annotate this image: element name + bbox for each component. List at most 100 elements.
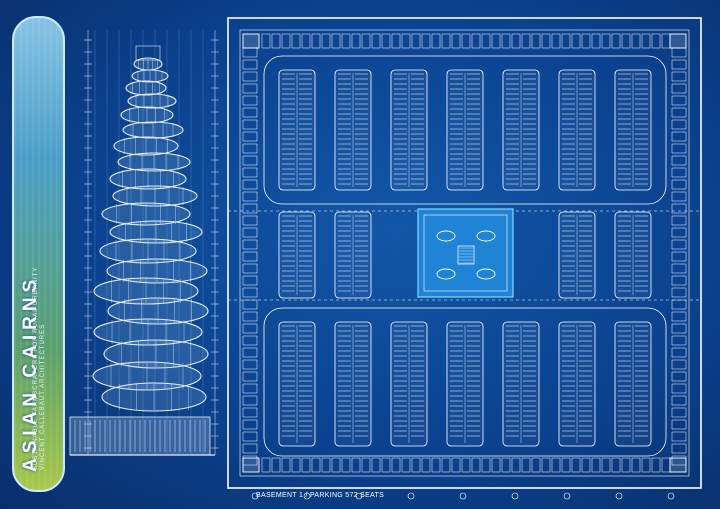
core-lift-shaft: [436, 230, 456, 242]
perimeter-stall: [671, 323, 687, 334]
perimeter-stall: [651, 457, 661, 473]
perimeter-stall: [242, 227, 258, 238]
perimeter-stall: [242, 323, 258, 334]
parking-bay: [278, 69, 316, 191]
perimeter-stall: [261, 457, 271, 473]
perimeter-stall: [381, 33, 391, 49]
grid-marker: [563, 492, 571, 500]
parking-bay: [614, 211, 652, 299]
perimeter-stall: [671, 203, 687, 214]
parking-bay: [502, 69, 540, 191]
perimeter-stall: [581, 33, 591, 49]
project-sidebar-band: [12, 16, 65, 492]
sidebar-texture: [14, 18, 63, 490]
perimeter-stall: [421, 457, 431, 473]
perimeter-stall: [242, 215, 258, 226]
perimeter-stall: [671, 239, 687, 250]
perimeter-stall: [242, 299, 258, 310]
perimeter-stall: [431, 457, 441, 473]
perimeter-stall: [611, 457, 621, 473]
perimeter-stall: [671, 419, 687, 430]
grid-marker: [615, 492, 623, 500]
perimeter-stall: [651, 33, 661, 49]
perimeter-stall: [601, 33, 611, 49]
perimeter-stall: [671, 155, 687, 166]
perimeter-stall: [361, 457, 371, 473]
perimeter-stall: [411, 457, 421, 473]
parking-bay: [390, 69, 428, 191]
perimeter-stall: [242, 143, 258, 154]
perimeter-stall: [671, 167, 687, 178]
parking-bay: [614, 69, 652, 191]
core-lift-shaft: [436, 268, 456, 280]
perimeter-stall: [671, 335, 687, 346]
perimeter-stall: [671, 359, 687, 370]
corner-ramp: [242, 457, 260, 473]
parking-bay: [278, 321, 316, 447]
perimeter-stall: [391, 33, 401, 49]
grid-marker: [355, 492, 363, 500]
perimeter-stall: [291, 33, 301, 49]
perimeter-stall: [341, 457, 351, 473]
perimeter-stall: [541, 457, 551, 473]
perimeter-stall: [242, 203, 258, 214]
perimeter-stall: [461, 457, 471, 473]
drive-aisle-loop: [263, 307, 667, 457]
perimeter-stall: [671, 383, 687, 394]
perimeter-stall: [242, 275, 258, 286]
perimeter-stall: [242, 179, 258, 190]
perimeter-stall: [491, 457, 501, 473]
perimeter-stall: [451, 457, 461, 473]
perimeter-stall: [441, 33, 451, 49]
perimeter-stall: [242, 155, 258, 166]
parking-bay: [278, 211, 316, 299]
perimeter-stall: [641, 33, 651, 49]
perimeter-stall: [671, 47, 687, 58]
perimeter-stall: [242, 191, 258, 202]
plan-inner-wall: [239, 29, 690, 477]
perimeter-stall: [301, 457, 311, 473]
perimeter-stall: [571, 457, 581, 473]
perimeter-stall: [331, 33, 341, 49]
parking-bay: [558, 321, 596, 447]
perimeter-stall: [421, 33, 431, 49]
perimeter-stall: [531, 457, 541, 473]
grid-marker: [303, 492, 311, 500]
perimeter-stall: [481, 457, 491, 473]
perimeter-stall: [242, 263, 258, 274]
perimeter-stall: [242, 59, 258, 70]
perimeter-stall: [671, 251, 687, 262]
perimeter-stall: [351, 33, 361, 49]
perimeter-stall: [242, 287, 258, 298]
perimeter-stall: [671, 431, 687, 442]
perimeter-stall: [451, 33, 461, 49]
perimeter-stall: [671, 191, 687, 202]
core-lift-shaft: [476, 230, 496, 242]
perimeter-stall: [671, 107, 687, 118]
perimeter-stall: [671, 299, 687, 310]
parking-bay: [614, 321, 652, 447]
corner-ramp: [242, 33, 260, 49]
corner-ramp: [669, 457, 687, 473]
grid-marker: [459, 492, 467, 500]
perimeter-stall: [242, 335, 258, 346]
perimeter-stall: [671, 287, 687, 298]
perimeter-stall: [511, 457, 521, 473]
parking-bay: [558, 211, 596, 299]
perimeter-stall: [321, 33, 331, 49]
perimeter-stall: [521, 457, 531, 473]
core-stair: [457, 245, 475, 265]
tower-crown: [135, 45, 161, 61]
perimeter-stall: [661, 457, 671, 473]
perimeter-stall: [242, 119, 258, 130]
perimeter-stall: [531, 33, 541, 49]
plan-caption: BASEMENT 1 / PARKING 572 SEATS: [256, 492, 385, 499]
perimeter-stall: [671, 59, 687, 70]
perimeter-stall: [371, 457, 381, 473]
parking-bay: [334, 321, 372, 447]
perimeter-stall: [242, 371, 258, 382]
perimeter-stall: [521, 33, 531, 49]
perimeter-stall: [511, 33, 521, 49]
grid-marker: [407, 492, 415, 500]
perimeter-stall: [242, 395, 258, 406]
